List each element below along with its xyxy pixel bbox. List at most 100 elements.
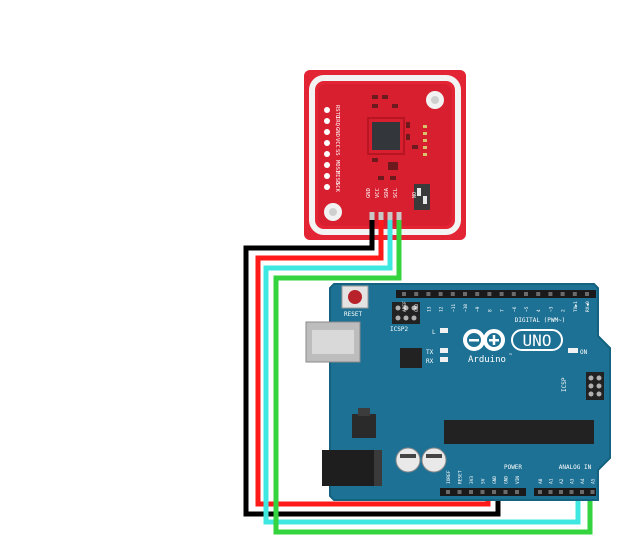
analog-pin	[569, 490, 574, 494]
nfc-pin-pad	[324, 140, 330, 146]
analog-pin	[590, 490, 595, 494]
digital-pin	[402, 292, 406, 296]
nfc-pin-label: IRQ	[334, 116, 340, 126]
brand-label: Arduino	[468, 355, 506, 365]
icsp-header	[586, 372, 604, 400]
analog-pin	[559, 490, 563, 494]
power-pin	[515, 490, 519, 494]
digital-pin-label: GND	[414, 304, 420, 312]
digital-pin	[524, 292, 528, 296]
power-pin	[492, 490, 496, 494]
capacitor	[395, 447, 421, 473]
digital-pin	[585, 292, 589, 296]
wire-vcc	[255, 220, 491, 507]
digital-pin-label: 8	[487, 309, 493, 312]
analog-pin-labels: A0 A1 A2 A3 A4 A5	[538, 478, 597, 494]
nfc-bottom-pin-label: SDA	[384, 187, 390, 198]
nfc-pin-label: SS	[334, 149, 340, 156]
analog-pin-label: A4	[580, 478, 586, 484]
power-pin	[469, 490, 473, 494]
analog-pin	[538, 490, 542, 494]
nfc-bottom-pin	[378, 212, 384, 220]
digital-pin	[450, 292, 455, 296]
analog-label: ANALOG IN	[559, 464, 592, 471]
nfc-pin-pad	[324, 162, 330, 168]
digital-pin	[560, 292, 565, 296]
analog-pin-label: A5	[591, 478, 597, 484]
icsp-label: ICSP	[561, 377, 568, 392]
analog-pin	[580, 490, 584, 494]
led-l-label: L	[432, 329, 436, 336]
led-rx	[440, 357, 448, 362]
digital-pin	[572, 292, 577, 296]
analog-pin-label: A0	[538, 478, 544, 484]
nfc-pin-pad	[324, 184, 330, 190]
led-l	[440, 328, 448, 333]
reset-knob[interactable]	[348, 290, 362, 304]
nfc-antenna	[309, 75, 461, 235]
digital-pin-label: 4	[536, 309, 542, 312]
arduino-logo	[463, 329, 505, 351]
led-rx-label: RX	[426, 358, 434, 365]
usb-chip	[400, 348, 422, 368]
power-pin	[457, 490, 462, 494]
analog-pin-label: A3	[570, 478, 576, 484]
analog-pin-label: A1	[549, 478, 555, 484]
led-on-label: ON	[580, 349, 588, 356]
nfc-bottom-pin-label: VCC	[375, 188, 381, 198]
power-pin-label: RESET	[458, 470, 464, 484]
power-pin-label: IOREF	[446, 470, 452, 484]
model-label: UNO	[523, 331, 552, 350]
digital-pin	[536, 292, 541, 296]
digital-pin-label: ~10	[463, 304, 469, 312]
nfc-pin-label: VCC	[334, 138, 340, 148]
analog-header	[534, 488, 596, 496]
nfc-pin-label: GND	[334, 127, 340, 137]
power-pin-label: VIN	[515, 476, 521, 484]
smd-components	[372, 95, 418, 180]
icsp2-label: ICSP2	[390, 326, 408, 333]
digital-pin-label: ~11	[451, 304, 457, 312]
digital-header	[396, 290, 596, 298]
nfc-pin-label: MOSI	[334, 160, 340, 173]
power-pin-label: GND	[492, 476, 498, 484]
power-label: POWER	[504, 464, 522, 471]
nfc-bottom-pin	[369, 212, 375, 220]
nfc-bottom-pin	[396, 212, 402, 220]
nfc-bottom-pin-label: GND	[366, 188, 372, 198]
atmega-chip	[444, 420, 594, 444]
digital-pin-label: 13	[426, 306, 432, 312]
digital-pin-label: AREF	[402, 301, 408, 312]
nfc-pin-label: SCK	[334, 182, 340, 193]
nfc-pin-label: MISO	[334, 171, 340, 184]
analog-pin-label: A2	[559, 478, 565, 484]
nfc-pin-label: RSTO	[334, 105, 340, 118]
power-pin	[446, 490, 450, 494]
digital-pin	[426, 292, 431, 296]
digital-pin-label: 7	[500, 309, 506, 312]
nfc-pin-pad	[324, 118, 330, 124]
digital-pin-label: ~6	[512, 306, 518, 312]
digital-pin	[475, 292, 480, 296]
power-pin-label: 3V3	[469, 476, 475, 484]
nfc-bottom-pin-label: SCL	[393, 187, 399, 198]
digital-pin	[438, 292, 443, 296]
nfc-pin-pad	[324, 151, 330, 157]
digital-pin	[414, 292, 419, 296]
analog-pin	[548, 490, 553, 494]
power-pin-label: GND	[504, 476, 510, 484]
digital-pin	[499, 292, 504, 296]
icsp2-header	[392, 302, 420, 324]
digital-pin	[511, 292, 516, 296]
digital-pin-label: ~3	[548, 306, 554, 312]
digital-pin-label: 2	[561, 309, 567, 312]
led-tx	[440, 348, 448, 353]
nfc-pin-pad	[324, 129, 330, 135]
digital-label: DIGITAL (PWM~)	[515, 317, 566, 324]
digital-pin-label: ~9	[475, 306, 481, 312]
arduino-uno: RESET ICSP2 L TX RX ON	[305, 283, 611, 501]
